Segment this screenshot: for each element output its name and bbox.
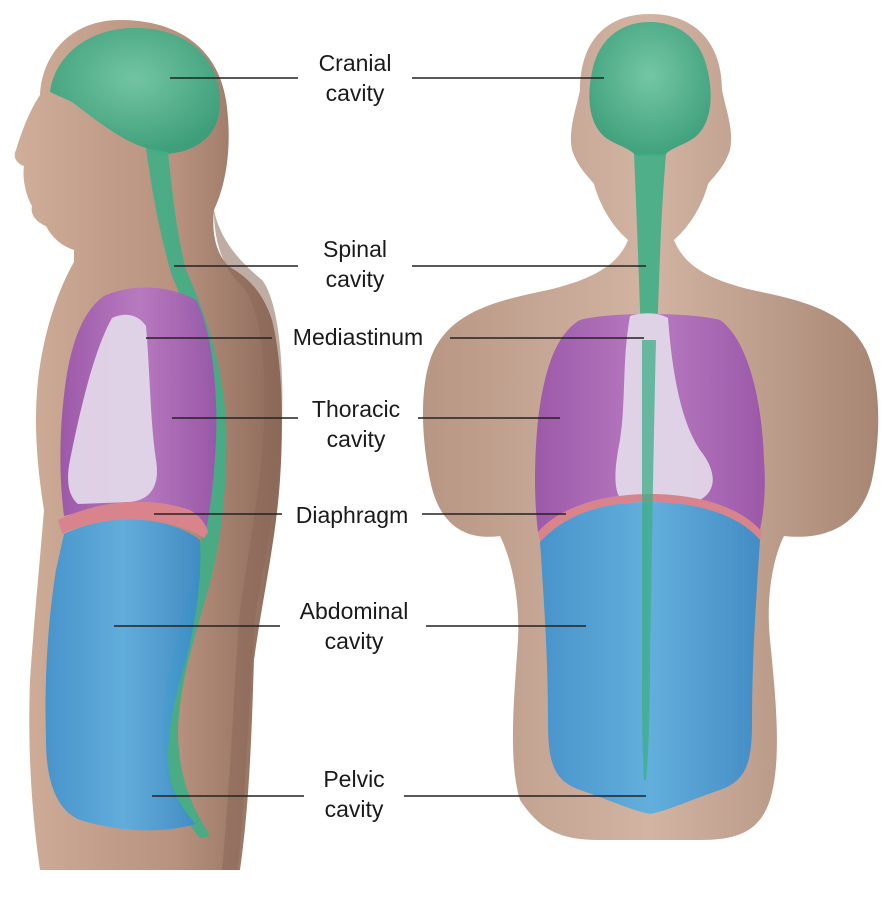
label-thoracic-line1: Thoracic [311,396,401,422]
label-abdominal-cavity: Abdominal cavity [300,596,409,656]
label-pelvic-line1: Pelvic [323,766,385,792]
side-view-diaphragm [58,501,208,538]
side-view-cranial-cavity [50,27,220,155]
front-view-spinal-cord-continuation [642,340,656,780]
front-view-cranial-cavity [589,22,711,156]
label-mediastinum: Mediastinum [293,322,423,352]
label-mediastinum-line1: Mediastinum [292,324,424,350]
label-diaphragm: Diaphragm [296,500,409,530]
label-cranial-line2: cavity [325,80,385,106]
label-cranial-line1: Cranial [318,50,392,76]
label-thoracic-cavity: Thoracic cavity [312,394,400,454]
front-view-diaphragm [538,494,762,542]
label-spinal-cavity: Spinal cavity [323,234,387,294]
side-view-mediastinum [68,314,157,504]
label-pelvic-cavity: Pelvic cavity [323,764,384,824]
label-thoracic-line2: cavity [326,426,386,452]
side-view-back-shadow [214,210,283,870]
leader-lines [114,77,646,797]
front-view-spinal-cavity [634,154,666,340]
side-view-abdominopelvic-cavity [45,519,201,831]
label-spinal-line2: cavity [325,266,385,292]
label-diaphragm-line1: Diaphragm [295,502,409,528]
label-pelvic-line2: cavity [324,796,384,822]
label-abdominal-line2: cavity [324,628,384,654]
front-view-mediastinum [615,313,713,504]
label-cranial-cavity: Cranial cavity [319,48,392,108]
label-spinal-line1: Spinal [323,236,387,262]
side-view-figure [14,20,283,870]
label-abdominal-line1: Abdominal [299,598,409,624]
front-view-figure [422,14,879,840]
